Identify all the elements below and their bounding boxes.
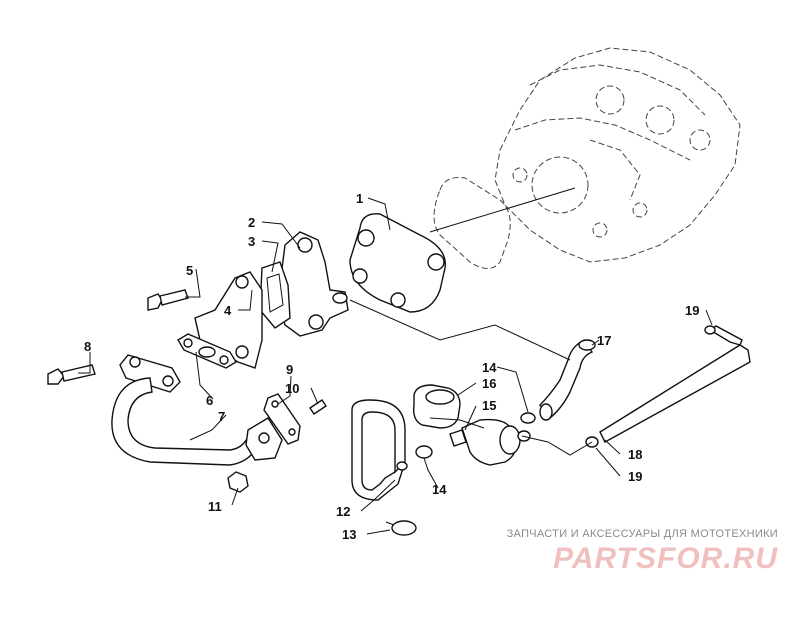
callout-10: 10 [285,381,299,396]
callout-18: 18 [628,447,642,462]
leader-lines [78,197,713,535]
bolt-8 [47,364,96,385]
callout-1: 1 [356,191,363,206]
callout-19-upper: 19 [685,303,699,318]
spring-clips [415,412,536,459]
air-pipe [111,354,283,466]
callout-6: 6 [206,393,213,408]
callout-13: 13 [342,527,356,542]
callout-15: 15 [482,398,496,413]
callout-2: 2 [248,215,255,230]
watermark-tagline: ЗАПЧАСТИ И АКСЕССУАРЫ ДЛЯ МОТОТЕХНИКИ [506,528,778,540]
nut [227,471,249,493]
watermark: ЗАПЧАСТИ И АКСЕССУАРЫ ДЛЯ МОТОТЕХНИКИ PA… [507,528,778,576]
callout-8: 8 [84,339,91,354]
elbow-hose [539,339,594,420]
solenoid-valve [449,418,531,466]
callout-9: 9 [286,362,293,377]
callout-7: 7 [218,409,225,424]
stud [309,399,327,415]
hose [351,399,406,501]
hose-clamp-13 [385,520,417,536]
callout-19-lower: 19 [628,469,642,484]
gasket-outline [433,177,511,269]
valve-housing [277,231,349,337]
engine-block [494,47,741,263]
callout-labels: 1 2 3 4 5 6 7 8 9 10 11 12 13 14 14 15 1… [84,191,699,542]
bolt-5 [147,289,189,311]
callout-5: 5 [186,263,193,278]
valve-boot [412,384,461,429]
callout-14-upper: 14 [482,360,497,375]
watermark-logo: PARTSFOR.RU [553,542,778,575]
callout-4: 4 [224,303,232,318]
callout-3: 3 [248,234,255,249]
callout-14-lower: 14 [432,482,447,497]
callout-17: 17 [597,333,611,348]
callout-12: 12 [336,504,350,519]
vent-tube [599,325,751,443]
callout-16: 16 [482,376,496,391]
callout-11: 11 [208,499,222,514]
